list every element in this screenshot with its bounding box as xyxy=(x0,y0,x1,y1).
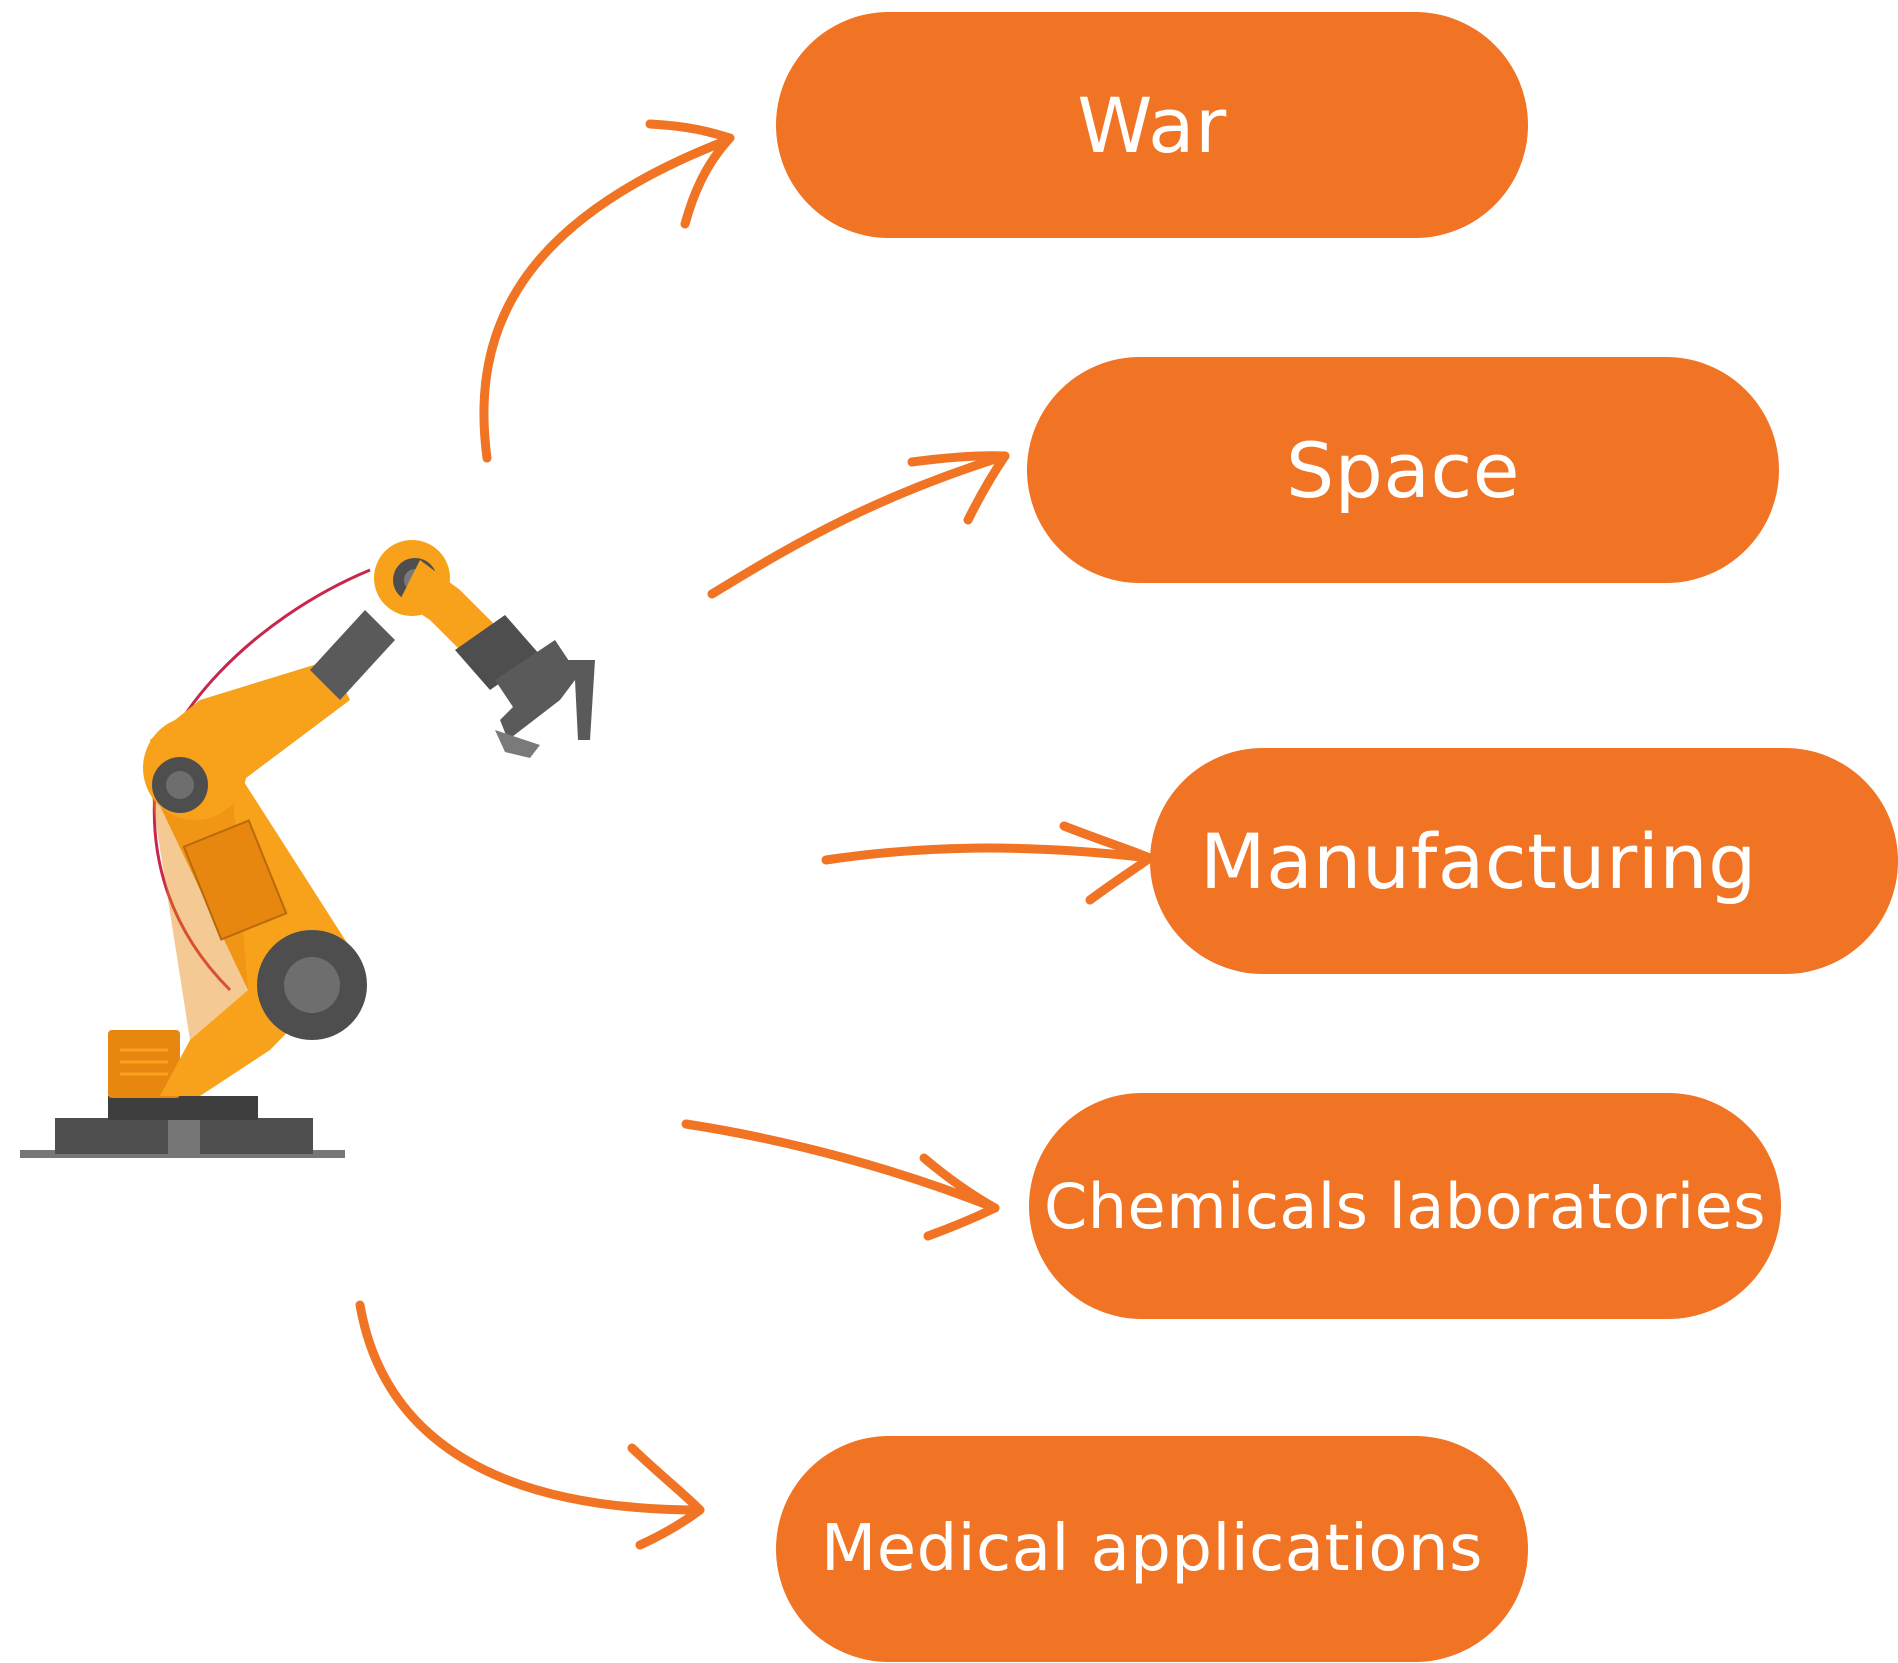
application-chemicals-laboratories: Chemicals laboratories xyxy=(1029,1093,1781,1319)
arrow-to-chemicals xyxy=(681,1119,1000,1241)
application-label: Manufacturing xyxy=(1200,816,1757,906)
robot-gripper-mount xyxy=(455,615,540,690)
application-label: Chemicals laboratories xyxy=(1043,1169,1767,1243)
robot-wrist xyxy=(400,560,500,660)
robot-forearm xyxy=(310,610,395,700)
application-war: War xyxy=(776,12,1528,238)
arrow-to-space xyxy=(707,451,1010,599)
arrow-to-manufacturing xyxy=(821,821,1155,905)
robot-gripper xyxy=(500,660,595,740)
robotic-arm-icon xyxy=(20,540,595,1158)
application-medical-applications: Medical applications xyxy=(776,1436,1528,1662)
application-label: War xyxy=(1077,80,1227,170)
connector-arrows xyxy=(355,119,1155,1550)
application-label: Space xyxy=(1285,425,1521,515)
robot-label-plate xyxy=(182,819,288,941)
arrow-to-medical xyxy=(355,1300,705,1550)
application-space: Space xyxy=(1027,357,1779,583)
robot-base-top xyxy=(108,1096,258,1120)
arrow-to-war xyxy=(479,119,735,463)
application-manufacturing: Manufacturing xyxy=(1150,748,1898,974)
robot-base-slot xyxy=(168,1120,200,1154)
robot-motor-box xyxy=(108,1030,180,1098)
application-label: Medical applications xyxy=(821,1512,1483,1586)
